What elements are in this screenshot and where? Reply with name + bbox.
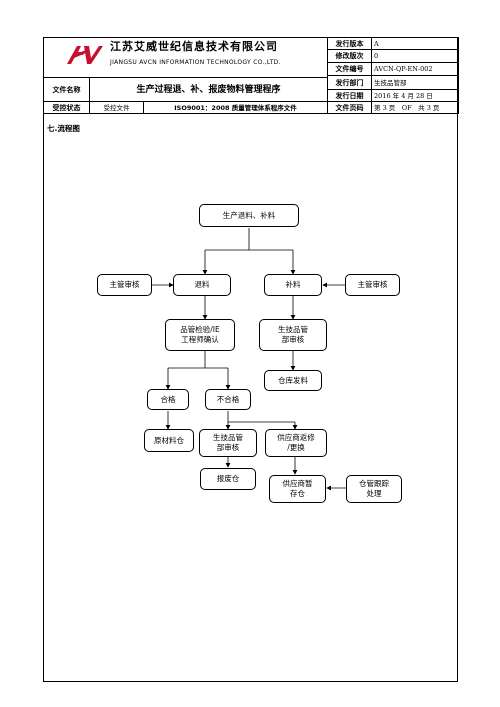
field-label-date: 发行日期 [327,89,373,102]
company-name-cn: 江苏艾威世纪信息技术有限公司 [110,40,278,53]
company-name-en: JIANGSU AVCN INFORMATION TECHNOLOGY CO.,… [110,59,281,66]
flowchart-connectors [151,228,346,491]
flow-node-warehouse-issue: 仓库发料 [264,370,322,391]
field-label-revision: 修改版次 [327,49,373,63]
company-logo-icon [67,46,103,64]
flow-node-warehouse-follow-up-line2: 处理 [366,489,382,498]
flow-node-supplier-temp-storage-line2: 存仓 [290,489,305,498]
field-value-doc-number: AVCN-QP-EN-002 [371,62,460,76]
field-label-version: 发行版本 [327,37,373,50]
flow-node-supplement-material: 补料 [264,274,322,296]
flow-node-warehouse-follow-up: 仓管跟踪 处理 [346,475,402,503]
flow-node-production-review-left-line2: 部审核 [216,443,240,452]
flow-node-supervisor-review-right: 主管审核 [345,274,400,296]
flow-node-supervisor-review-left: 主管审核 [97,274,152,296]
flow-node-production-review-right: 生技品管 部审核 [259,319,327,351]
flow-node-production-review-right-line2: 部审核 [281,335,305,344]
flow-node-qc-inspection-line2: 工程师确认 [181,335,219,344]
flow-node-supplier-repair: 供应商返修 /更换 [265,429,327,457]
flow-node-production-review-left: 生技品管 部审核 [199,429,257,457]
field-label-department: 发行部门 [327,75,373,90]
control-status-label: 受控状态 [43,101,90,114]
field-value-revision: 0 [371,49,460,63]
flow-node-raw-material-warehouse: 原材料仓 [144,429,194,452]
field-value-date: 2016 年 4 月 28 日 [371,89,460,102]
flow-node-qc-inspection: 品管检验/IE 工程师确认 [165,319,235,351]
standard-reference: ISO9001：2008 质量管理体系程序文件 [142,101,329,114]
flow-node-supplier-repair-line2: /更换 [287,443,305,452]
file-name-label: 文件名称 [43,77,90,102]
page-number-value: 第 3 页 OF 共 3 页 [371,101,460,114]
flow-node-warehouse-follow-up-line1: 仓管跟踪 [359,479,389,488]
field-label-doc-number: 文件编号 [327,62,373,76]
company-banner: 江苏艾威世纪信息技术有限公司 JIANGSU AVCN INFORMATION … [42,37,329,78]
flow-node-supplier-repair-line1: 供应商返修 [277,433,315,442]
flow-node-fail: 不合格 [205,389,251,410]
section-title: 七.流程图 [47,124,80,133]
control-status-value: 受控文件 [89,101,144,114]
flow-node-start: 生产退料、补料 [199,204,299,227]
flow-node-supplier-temp-storage-line1: 供应商暂 [282,479,313,488]
flow-node-pass: 合格 [147,389,189,410]
field-value-department: 生技品管部 [371,75,460,90]
flow-node-scrap-warehouse: 报废仓 [200,468,256,490]
flow-node-production-review-left-line1: 生技品管 [213,433,243,442]
document-title: 生产过程退、补、报废物料管理程序 [88,77,329,102]
flow-node-supplier-temp-storage: 供应商暂 存仓 [269,475,326,503]
field-value-version: A [371,37,460,50]
flow-node-qc-inspection-line1: 品管检验/IE [180,325,220,334]
document-header-table: 江苏艾威世纪信息技术有限公司 JIANGSU AVCN INFORMATION … [42,37,460,114]
flow-node-production-review-right-line1: 生技品管 [278,325,308,334]
page-number-label: 文件页码 [327,101,373,114]
flow-node-return-material: 退料 [173,274,231,296]
